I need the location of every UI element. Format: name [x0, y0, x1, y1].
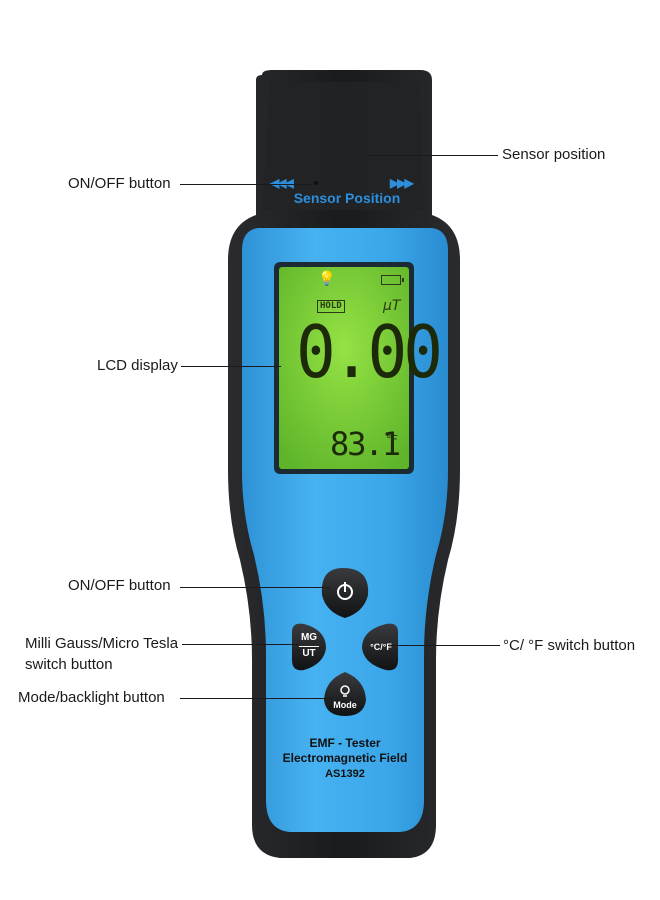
leader-sensor-position: [368, 155, 498, 156]
lcd-temperature-reading: 83.1: [330, 425, 401, 463]
mode-button-label: Mode: [333, 700, 357, 710]
leader-on-off-bottom: [180, 587, 330, 588]
lcd-screen: [279, 267, 409, 469]
label-lcd-display: LCD display: [97, 357, 178, 374]
battery-icon: [381, 275, 404, 285]
power-button[interactable]: [322, 568, 368, 618]
arrows-right-icon: ▶▶▶: [390, 176, 414, 190]
leader-on-off-top: [180, 184, 316, 185]
leader-mode-backlight: [180, 698, 330, 699]
sensor-position-print: Sensor Position: [293, 190, 401, 206]
temp-button-label: °C/°F: [370, 642, 392, 652]
lcd-temperature-unit: °F: [386, 433, 398, 446]
label-mode-backlight: Mode/backlight button: [18, 689, 165, 706]
mg-ut-button[interactable]: MG UT: [292, 624, 326, 670]
temp-unit-button[interactable]: °C/°F: [362, 624, 398, 670]
label-temp-switch: °C/ °F switch button: [503, 637, 636, 654]
lcd-unit: μT: [383, 298, 401, 314]
cf-button-shape: [362, 623, 398, 671]
backlight-bulb-icon: 💡: [318, 270, 336, 286]
lcd-hold-indicator: HOLD: [317, 300, 345, 313]
brand-line-1: EMF - Tester: [309, 736, 381, 750]
leader-mg-ut: [182, 644, 298, 645]
leader-lcd-display: [181, 366, 281, 367]
lcd-main-reading: 0.00: [296, 310, 443, 395]
power-button-shape: [321, 568, 369, 618]
label-mg-ut-line2: switch button: [25, 656, 113, 673]
leader-temp-switch: [388, 645, 500, 646]
sensor-head: [262, 82, 424, 210]
mode-button[interactable]: Mode: [324, 672, 366, 716]
mg-label: MG: [300, 632, 318, 643]
model-number: AS1392: [325, 768, 365, 780]
label-sensor-position: Sensor position: [502, 146, 606, 163]
ut-label: UT: [302, 648, 316, 659]
label-on-off-bottom: ON/OFF button: [68, 577, 171, 594]
brand-line-2: Electromagnetic Field: [282, 751, 408, 765]
label-mg-ut-line1: Milli Gauss/Micro Tesla: [25, 635, 179, 652]
arrows-left-icon: ◀◀◀: [270, 176, 294, 190]
label-on-off-top: ON/OFF button: [68, 175, 171, 192]
